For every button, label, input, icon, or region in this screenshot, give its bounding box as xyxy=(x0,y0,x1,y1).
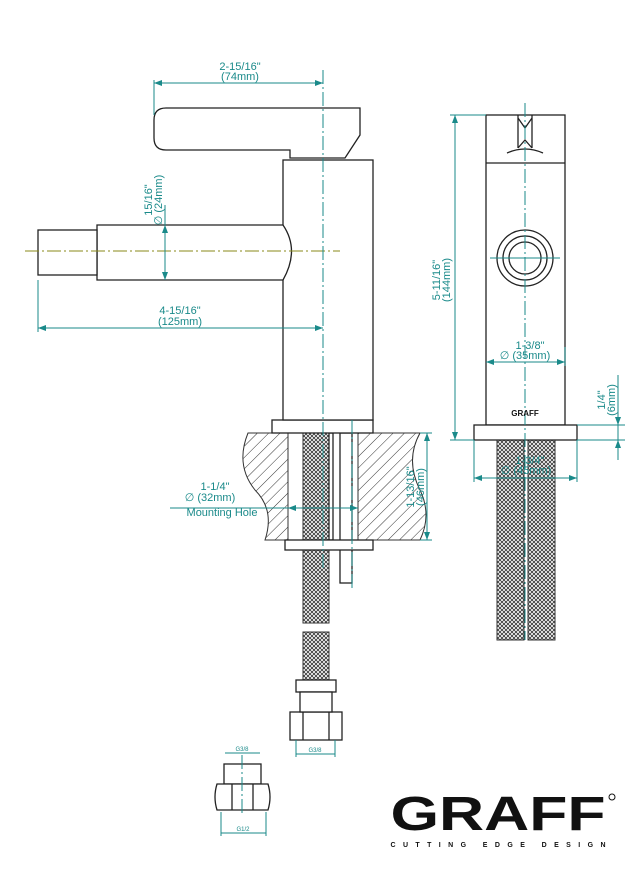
logo-tagline: CUTTING EDGE DESIGN xyxy=(391,842,606,849)
spout xyxy=(96,224,293,281)
adapter-fitting xyxy=(214,752,271,836)
countertop-right xyxy=(357,432,427,541)
deck-thickness-mm: (46mm) xyxy=(415,468,427,506)
spout-diameter-in: 15/16" xyxy=(143,184,155,216)
adapter-bottom-thread-label: G1/2 xyxy=(236,827,250,833)
dimension-lines xyxy=(37,80,432,757)
hose-left xyxy=(496,439,525,641)
body-diameter-in: 1-3/8" xyxy=(516,340,545,352)
spout-diameter-mm: ∅ (24mm) xyxy=(153,175,165,226)
hose-nut xyxy=(289,711,343,741)
base-diameter-in: 1-3/4" xyxy=(516,455,545,467)
hose-right xyxy=(527,439,556,641)
base-height-in: 1/4" xyxy=(596,390,608,409)
registered-mark-icon xyxy=(608,793,616,801)
height-in: 5-11/16" xyxy=(431,260,443,300)
lever-handle xyxy=(153,107,361,159)
height-mm: (144mm) xyxy=(441,258,453,302)
front-view xyxy=(450,103,625,641)
deck-thickness-in: 1-13/16" xyxy=(405,466,417,507)
mounting-hole-in: 1-1/4" xyxy=(201,481,230,493)
spout-reach-mm: (125mm) xyxy=(158,316,202,328)
body-diameter-mm: ∅ (35mm) xyxy=(500,350,551,362)
base-diameter-mm: ∅ (45mm) xyxy=(501,465,552,477)
side-view xyxy=(25,70,432,757)
hose-collar xyxy=(299,691,333,713)
countertop-left xyxy=(242,432,289,541)
hose-ferrule xyxy=(295,679,337,693)
spout-reach-in: 4-15/16" xyxy=(159,305,200,317)
mounting-hole-label: Mounting Hole xyxy=(187,507,258,519)
graff-logo: GRAFF CUTTING EDGE DESIGN xyxy=(391,788,616,849)
base-height-mm: (6mm) xyxy=(606,384,618,416)
hose-thread-label: G3/8 xyxy=(308,748,322,754)
handle-reach-in: 2-15/16" xyxy=(219,61,260,73)
body-logo-mark: GRAFF xyxy=(511,409,539,418)
faucet-body xyxy=(282,159,374,421)
shank-tube xyxy=(328,432,334,541)
mounting-hole-mm: ∅ (32mm) xyxy=(185,492,236,504)
logo-wordmark: GRAFF xyxy=(391,788,606,841)
handle-reach-mm: (74mm) xyxy=(221,71,259,83)
aerator xyxy=(37,229,98,276)
mounting-nut xyxy=(284,539,374,551)
braided-hose-lower xyxy=(302,631,330,681)
adapter-top-thread-label: G3/8 xyxy=(235,747,249,753)
braided-hose xyxy=(302,432,330,624)
front-dimension-lines xyxy=(450,114,625,482)
